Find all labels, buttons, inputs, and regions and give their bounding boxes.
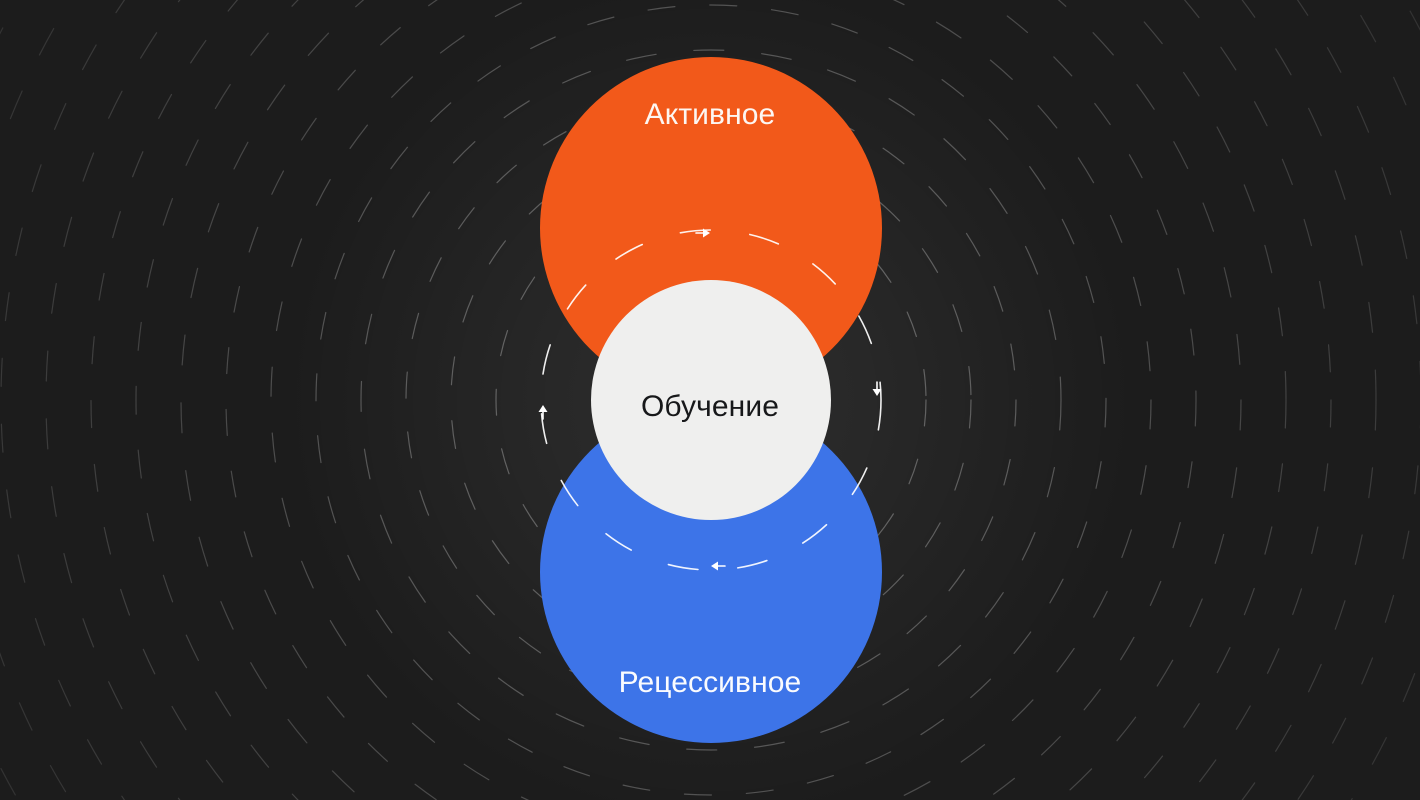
node-learning[interactable]	[591, 280, 831, 520]
arrow-top-right-icon	[695, 228, 710, 238]
arrow-left-up-icon	[538, 405, 548, 420]
orbit-ring	[540, 229, 882, 571]
node-active[interactable]	[540, 57, 882, 399]
arrow-right-down-icon	[872, 381, 882, 396]
arrow-bottom-left-icon	[711, 561, 726, 571]
node-recessive[interactable]	[540, 401, 882, 743]
